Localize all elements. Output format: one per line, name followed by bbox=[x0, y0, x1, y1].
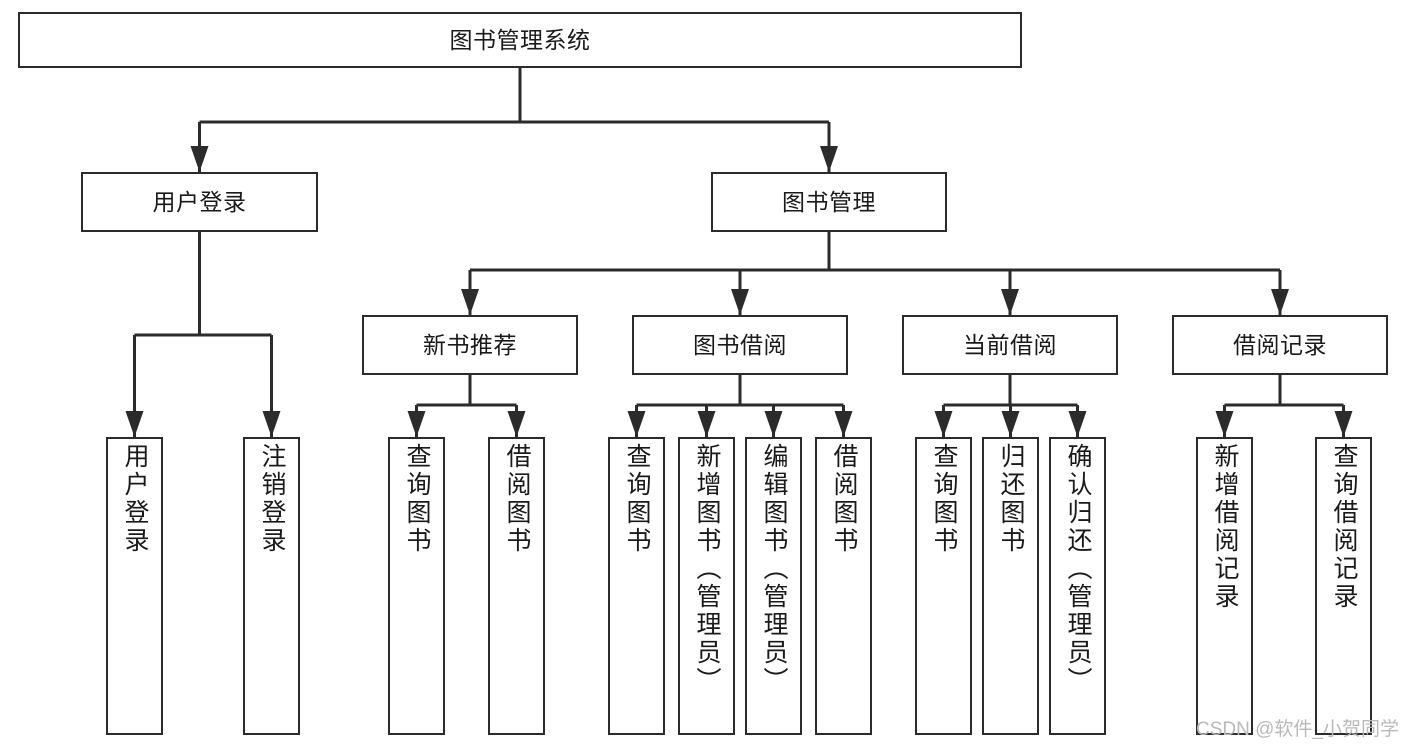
node-leaf-edit-book-label: 编辑图书（管理员） bbox=[760, 443, 788, 695]
node-leaf-add-record-label: 新增借阅记录 bbox=[1211, 443, 1239, 611]
node-leaf-query-record-label: 查询借阅记录 bbox=[1330, 443, 1358, 611]
node-new-book-recommend[interactable]: 新书推荐 bbox=[362, 315, 578, 375]
node-leaf-confirm-return[interactable]: 确认归还（管理员） bbox=[1049, 437, 1106, 735]
node-current-borrow[interactable]: 当前借阅 bbox=[902, 315, 1118, 375]
node-book-manage-label: 图书管理 bbox=[782, 188, 876, 215]
node-leaf-query-book-1-label: 查询图书 bbox=[403, 443, 431, 555]
node-leaf-user-login[interactable]: 用户登录 bbox=[106, 437, 163, 735]
node-root[interactable]: 图书管理系统 bbox=[18, 12, 1022, 68]
node-leaf-borrow-book-1[interactable]: 借阅图书 bbox=[488, 437, 545, 735]
arrowhead bbox=[1334, 411, 1353, 437]
node-leaf-query-book-2[interactable]: 查询图书 bbox=[608, 437, 665, 735]
arrowhead bbox=[1001, 289, 1019, 315]
node-book-borrow-label: 图书借阅 bbox=[693, 331, 787, 358]
arrowhead bbox=[934, 411, 953, 437]
node-borrow-record-label: 借阅记录 bbox=[1233, 331, 1327, 358]
node-book-borrow[interactable]: 图书借阅 bbox=[632, 315, 848, 375]
node-leaf-add-record[interactable]: 新增借阅记录 bbox=[1196, 437, 1253, 735]
node-leaf-query-book-2-label: 查询图书 bbox=[623, 443, 651, 555]
connector-group bbox=[125, 68, 1353, 437]
arrowhead bbox=[1271, 289, 1289, 315]
arrowhead bbox=[1001, 411, 1020, 437]
node-leaf-edit-book[interactable]: 编辑图书（管理员） bbox=[745, 437, 802, 735]
arrowhead bbox=[125, 411, 144, 437]
arrowhead bbox=[1215, 411, 1234, 437]
arrowhead bbox=[764, 411, 783, 437]
arrowhead bbox=[627, 411, 646, 437]
arrowhead bbox=[834, 411, 853, 437]
node-leaf-confirm-return-label: 确认归还（管理员） bbox=[1064, 443, 1092, 695]
arrowhead bbox=[697, 411, 716, 437]
node-leaf-query-book-1[interactable]: 查询图书 bbox=[388, 437, 445, 735]
node-leaf-borrow-book-2-label: 借阅图书 bbox=[830, 443, 858, 555]
node-leaf-return-book[interactable]: 归还图书 bbox=[982, 437, 1039, 735]
node-leaf-user-logout[interactable]: 注销登录 bbox=[243, 437, 300, 735]
node-borrow-record[interactable]: 借阅记录 bbox=[1172, 315, 1388, 375]
node-leaf-borrow-book-1-label: 借阅图书 bbox=[503, 443, 531, 555]
node-current-borrow-label: 当前借阅 bbox=[963, 331, 1057, 358]
arrowhead bbox=[262, 411, 281, 437]
node-leaf-add-book[interactable]: 新增图书（管理员） bbox=[678, 437, 735, 735]
node-leaf-borrow-book-2[interactable]: 借阅图书 bbox=[815, 437, 872, 735]
node-new-book-recommend-label: 新书推荐 bbox=[423, 331, 517, 358]
arrowhead bbox=[731, 289, 749, 315]
node-user-login[interactable]: 用户登录 bbox=[81, 172, 318, 232]
arrowhead bbox=[461, 289, 479, 315]
arrowhead bbox=[407, 411, 426, 437]
arrowhead bbox=[1068, 411, 1087, 437]
node-leaf-add-book-label: 新增图书（管理员） bbox=[693, 443, 721, 695]
node-user-login-label: 用户登录 bbox=[152, 188, 247, 215]
arrowhead bbox=[507, 411, 526, 437]
node-leaf-query-book-3[interactable]: 查询图书 bbox=[915, 437, 972, 735]
node-leaf-query-book-3-label: 查询图书 bbox=[930, 443, 958, 555]
arrowhead bbox=[820, 146, 838, 172]
node-leaf-user-login-label: 用户登录 bbox=[121, 443, 149, 555]
node-leaf-return-book-label: 归还图书 bbox=[997, 443, 1025, 555]
node-leaf-query-record[interactable]: 查询借阅记录 bbox=[1315, 437, 1372, 735]
node-root-label: 图书管理系统 bbox=[449, 26, 591, 53]
node-leaf-user-logout-label: 注销登录 bbox=[258, 443, 286, 555]
arrowhead bbox=[190, 146, 209, 172]
node-book-manage[interactable]: 图书管理 bbox=[711, 172, 947, 232]
